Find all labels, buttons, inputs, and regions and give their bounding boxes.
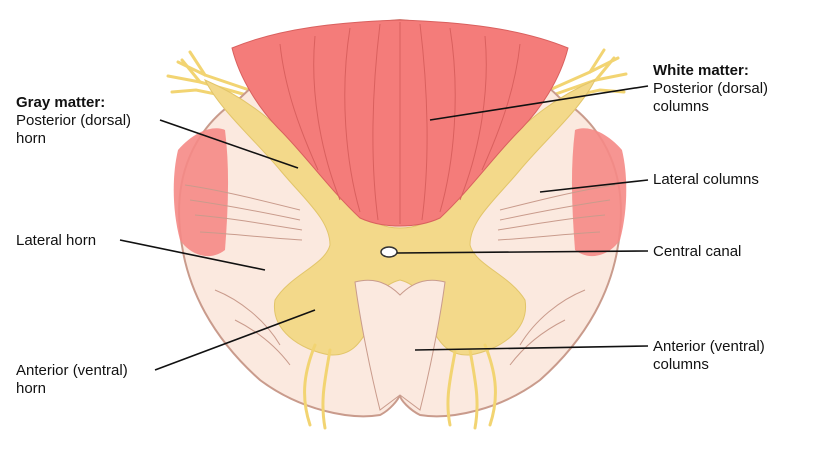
posterior-horn-line2: horn bbox=[16, 130, 47, 147]
label-lateral-horn: Lateral horn bbox=[16, 232, 96, 250]
leader-lines bbox=[119, 85, 649, 371]
anterior-median-fissure bbox=[354, 279, 446, 411]
label-anterior-horn: Anterior (ventral) horn bbox=[16, 362, 128, 398]
ventral-roots bbox=[303, 343, 497, 430]
central-canal-shape bbox=[380, 246, 398, 258]
leader-anterior-horn bbox=[154, 309, 316, 371]
leader-posterior-horn bbox=[159, 119, 299, 169]
label-central-canal: Central canal bbox=[653, 243, 741, 261]
label-posterior-horn: Gray matter: Posterior (dorsal) horn bbox=[16, 94, 131, 148]
label-anterior-columns: Anterior (ventral) columns bbox=[653, 338, 765, 374]
gray-matter-heading: Gray matter: bbox=[16, 94, 106, 111]
leader-anterior-columns bbox=[414, 345, 649, 351]
gray-matter bbox=[203, 79, 597, 356]
anterior-columns-line1: Anterior (ventral) bbox=[653, 338, 765, 355]
white-matter-heading: White matter: bbox=[653, 62, 749, 79]
posterior-columns-line1: Posterior (dorsal) bbox=[653, 80, 769, 97]
label-lateral-columns: Lateral columns bbox=[653, 171, 759, 189]
lateral-column-left-fill bbox=[173, 128, 229, 257]
leader-central-canal bbox=[396, 250, 649, 254]
lateral-columns-text: Lateral columns bbox=[653, 171, 759, 188]
lateral-horn-text: Lateral horn bbox=[16, 232, 97, 249]
leader-lateral-columns bbox=[539, 179, 649, 193]
anterior-horn-line2: horn bbox=[16, 380, 47, 397]
lateral-column-right-fill bbox=[571, 128, 627, 257]
label-posterior-columns: White matter: Posterior (dorsal) columns bbox=[653, 62, 768, 116]
anterior-horn-line1: Anterior (ventral) bbox=[16, 362, 128, 379]
posterior-columns-line2: columns bbox=[653, 98, 709, 115]
leader-lateral-horn bbox=[119, 239, 266, 271]
anterior-columns-line2: columns bbox=[653, 356, 709, 373]
central-canal-text: Central canal bbox=[653, 243, 742, 260]
posterior-horn-line1: Posterior (dorsal) bbox=[16, 112, 132, 129]
posterior-column-fibers bbox=[279, 22, 521, 224]
leader-posterior-columns bbox=[429, 85, 649, 121]
